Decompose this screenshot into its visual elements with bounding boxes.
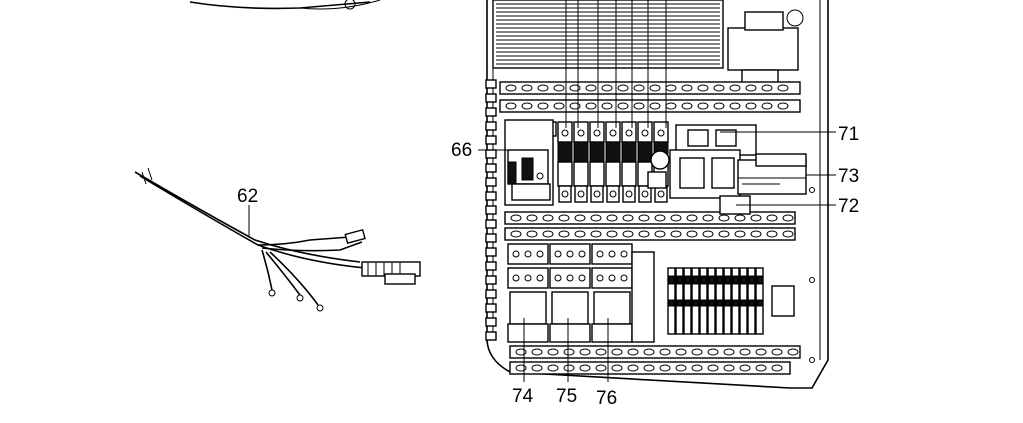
left-cable-rail [485,79,497,341]
callout-71: 71 [838,124,859,145]
supply-wires [565,0,667,128]
transformer [492,0,804,87]
terminal-blocks [667,267,795,335]
wiring-harness [134,167,421,312]
callout-73: 73 [838,166,859,187]
module-73 [737,153,807,195]
relay-row [507,243,655,343]
contactor-71-72 [669,124,757,215]
cable-ducts [499,81,801,375]
callout-62: 62 [237,186,258,207]
callout-72: 72 [838,196,859,217]
callout-76: 76 [596,388,617,409]
breaker-66 [504,119,554,206]
callout-74: 74 [512,386,534,407]
callout-66: 66 [451,140,472,161]
callout-75: 75 [556,386,577,407]
top-left-component [189,0,381,10]
